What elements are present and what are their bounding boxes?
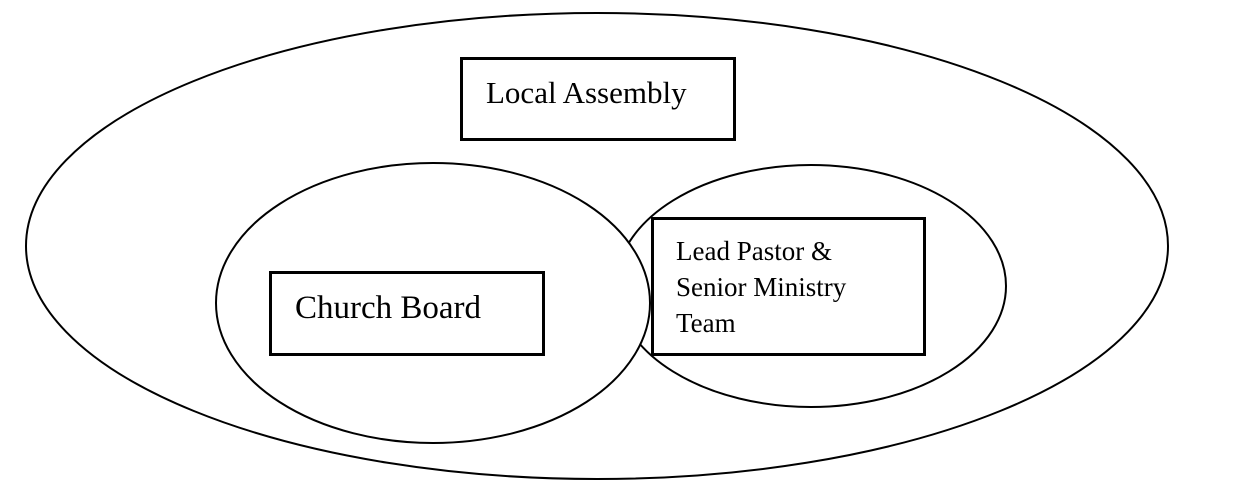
lead-pastor-team-label-line-2: Senior Ministry (676, 272, 847, 302)
local-assembly-box: Local Assembly (460, 57, 736, 141)
church-board-label: Church Board (295, 290, 482, 326)
lead-pastor-team-label: Lead Pastor & Senior Ministry Team (676, 233, 846, 341)
church-board-box: Church Board (269, 271, 545, 356)
lead-pastor-team-box: Lead Pastor & Senior Ministry Team (651, 217, 926, 356)
local-assembly-ellipse (25, 12, 1169, 480)
lead-pastor-team-label-line-1: Lead Pastor & (676, 236, 832, 266)
local-assembly-label: Local Assembly (486, 75, 687, 110)
lead-pastor-team-label-line-3: Team (676, 308, 736, 338)
